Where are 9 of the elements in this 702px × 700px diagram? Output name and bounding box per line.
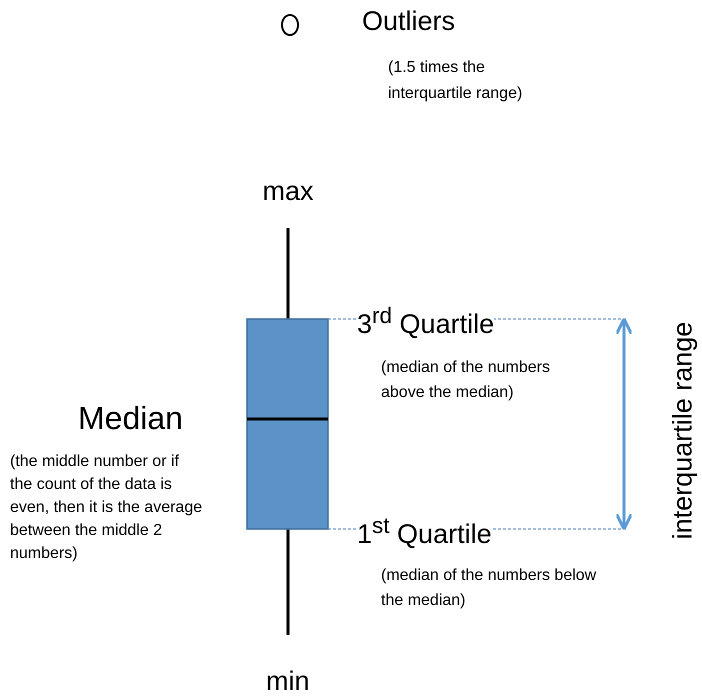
note-text: (1.5 times the interquartile range) [388,58,524,104]
heading-text: Median [78,400,183,437]
note-text: (median of the numbers below the median) [381,566,598,611]
heading-text: max [262,176,314,208]
axis-label: interquartile range [667,321,698,539]
note-text: (the middle number or if the count of the data is even, then it is the average between the middle 2 numbers) [10,452,204,564]
heading-text: Outliers [362,6,456,38]
heading-text: min [266,666,310,698]
note-text: (median of the numbers above the median) [381,358,551,403]
